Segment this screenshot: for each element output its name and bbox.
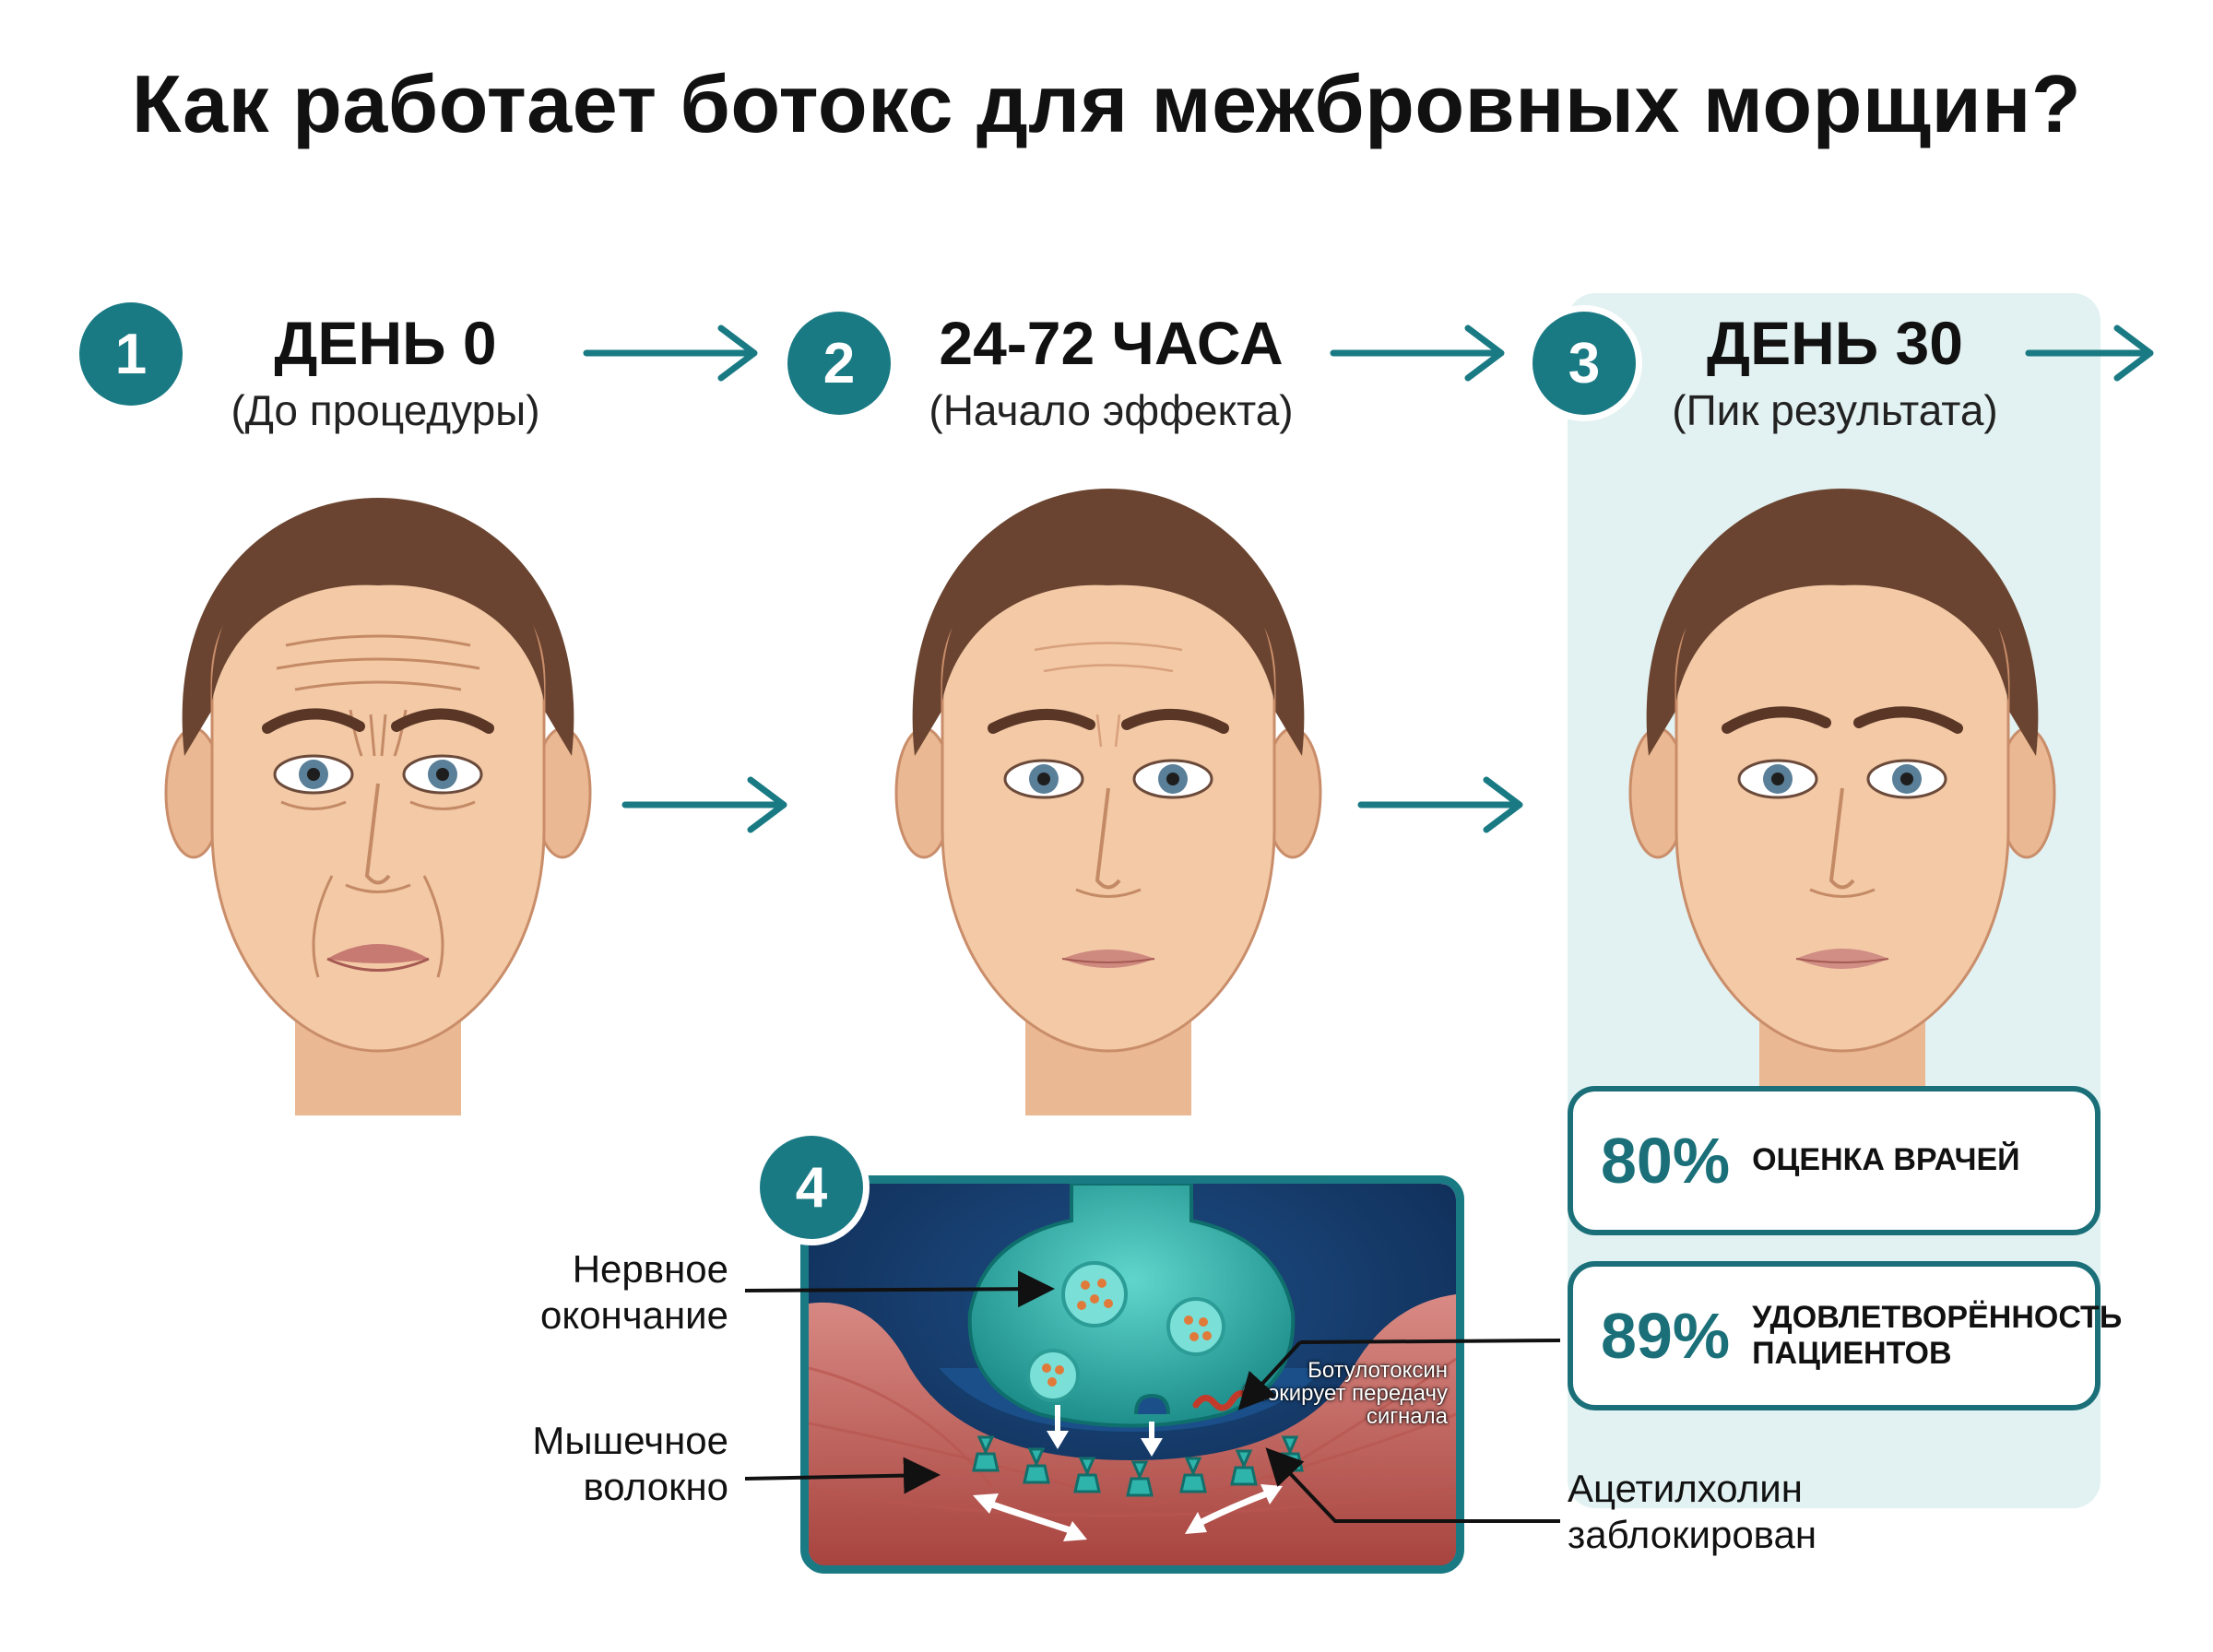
vesicle-group (1026, 1261, 1225, 1402)
arrow-right-icon (583, 324, 758, 382)
stage-2-title: 24-72 ЧАСА (939, 309, 1284, 377)
stat-label: УДОВЛЕТВОРЁННОСТЬ ПАЦИЕНТОВ (1752, 1299, 2123, 1371)
stage-1-title: ДЕНЬ 0 (274, 309, 497, 377)
stat-patient-satisfaction: 89% УДОВЛЕТВОРЁННОСТЬ ПАЦИЕНТОВ (1568, 1261, 2123, 1410)
stat-doctors-rating: 80% ОЦЕНКА ВРАЧЕЙ (1568, 1086, 2101, 1235)
stage-1-subtitle: (До процедуры) (231, 386, 540, 434)
nerve-ending-label: Нервное окончание (539, 1247, 728, 1338)
arrow-down-icon (1047, 1405, 1163, 1457)
diagram-4-badge: 4 (760, 1136, 863, 1239)
face-early-effect-illustration (894, 489, 1322, 1115)
synapse-diagram (800, 1175, 1464, 1574)
acetylcholine-label: Ацетилхолин заблокирован (1568, 1467, 1817, 1557)
stage-2-subtitle: (Начало эффекта) (929, 386, 1294, 434)
page-title: Как работает ботокс для межбровных морщи… (131, 58, 2082, 149)
stage-3-subtitle: (Пик результата) (1672, 386, 1998, 434)
muscle-fiber-label: Мышечное волокно (532, 1419, 728, 1509)
double-arrow-icon (973, 1484, 1283, 1541)
arrow-right-icon (2025, 324, 2154, 382)
arrow-right-icon (1357, 776, 1523, 833)
synapse-illustration (809, 1184, 1456, 1565)
arrow-right-icon (621, 776, 787, 833)
stat-value: 89% (1601, 1300, 1731, 1372)
arrow-right-icon (1330, 324, 1505, 382)
stage-2-badge: 2 (787, 312, 891, 415)
stat-value: 80% (1601, 1125, 1731, 1197)
stage-1-badge: 1 (79, 302, 183, 406)
stage-3-title: ДЕНЬ 30 (1707, 309, 1963, 377)
face-peak-result-illustration (1628, 489, 2056, 1115)
stage-3-badge: 3 (1533, 312, 1636, 415)
face-before-illustration (164, 498, 592, 1115)
stat-label: ОЦЕНКА ВРАЧЕЙ (1752, 1142, 2020, 1178)
